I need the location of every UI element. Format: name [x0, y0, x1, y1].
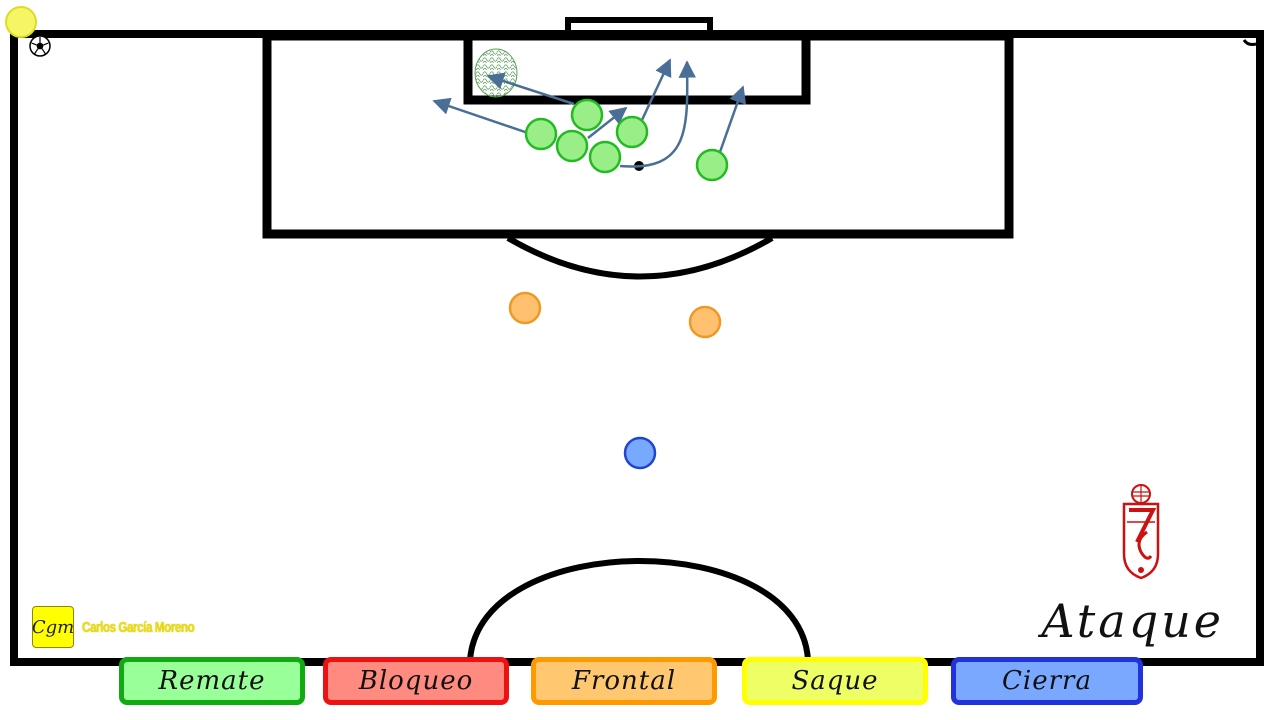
player-frontal-1[interactable]: [508, 291, 542, 325]
center-circle-arc: [467, 558, 811, 661]
run-arrow-1: [432, 97, 529, 135]
role-legend: Remate Bloqueo Frontal Saque Cierra: [0, 655, 1280, 713]
run-arrow-3: [587, 106, 628, 139]
player-remate-4[interactable]: [588, 140, 622, 174]
corner-arc-right: [1242, 39, 1257, 46]
net-icon: [474, 48, 518, 98]
pitch-lines: [10, 17, 1264, 666]
player-remate-2[interactable]: [524, 117, 558, 151]
run-arrow-2: [486, 72, 575, 106]
author-name: Carlos García Moreno: [82, 618, 195, 636]
diagram-title: Ataque: [1041, 594, 1224, 648]
player-frontal-2[interactable]: [688, 305, 722, 339]
legend-saque-button[interactable]: Saque: [742, 657, 928, 705]
frontal-players: [508, 291, 722, 339]
player-remate-6[interactable]: [695, 148, 729, 182]
remate-players: [524, 98, 729, 182]
player-cierra[interactable]: [623, 436, 657, 470]
club-crest-icon: [1122, 484, 1160, 580]
legend-frontal-button[interactable]: Frontal: [531, 657, 717, 705]
author-watermark: Cgm Carlos García Moreno: [32, 605, 226, 649]
penalty-arc: [506, 235, 774, 280]
legend-cierra-button[interactable]: Cierra: [951, 657, 1143, 705]
legend-remate-button[interactable]: Remate: [119, 657, 305, 705]
goal-area: [463, 31, 811, 105]
player-saque[interactable]: [5, 6, 37, 38]
run-arrow-6: [718, 85, 746, 153]
author-logo: Cgm: [32, 606, 74, 648]
run-arrow-5: [619, 60, 696, 168]
run-arrow-4: [640, 58, 672, 121]
player-remate-1[interactable]: [570, 98, 604, 132]
player-remate-5[interactable]: [615, 115, 649, 149]
player-remate-3[interactable]: [555, 129, 589, 163]
legend-bloqueo-button[interactable]: Bloqueo: [323, 657, 509, 705]
soccer-ball-icon: [29, 35, 51, 57]
movement-arrows: [432, 58, 746, 168]
